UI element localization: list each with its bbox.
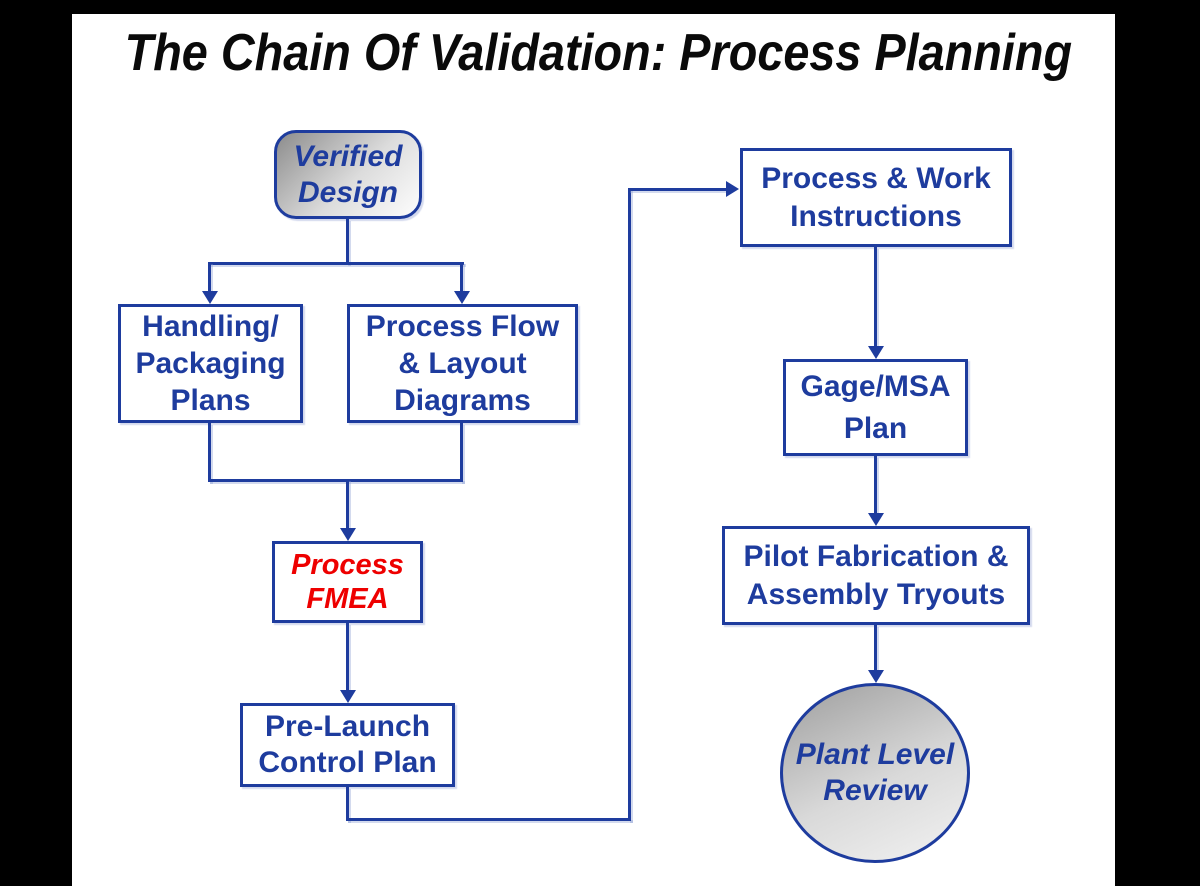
connector-gage-to-pilot (874, 456, 877, 514)
node-gage-msa-plan: Gage/MSA Plan (783, 359, 968, 456)
connector-loop-top (628, 188, 727, 191)
connector-process-flow-to-merge (460, 423, 463, 482)
node-pilot-fabrication-assembly-tryouts: Pilot Fabrication & Assembly Tryouts (722, 526, 1030, 625)
node-plant-level-review: Plant Level Review (780, 683, 970, 863)
node-handling-packaging-plans: Handling/ Packaging Plans (118, 304, 303, 423)
connector-fmea-to-prelaunch (346, 623, 349, 692)
connector-pilot-to-plant-review (874, 625, 877, 671)
arrowhead-into-handling (202, 291, 218, 304)
connector-handling-to-merge (208, 423, 211, 482)
node-gage-msa-plan-label: Gage/MSA Plan (800, 369, 951, 445)
connector-split-to-process-flow (460, 262, 463, 292)
node-process-fmea: Process FMEA (272, 541, 423, 623)
node-process-fmea-label: Process FMEA (291, 549, 404, 615)
node-process-flow-layout-diagrams-label: Process Flow & Layout Diagrams (365, 310, 560, 417)
arrowhead-into-plant-review (868, 670, 884, 683)
connector-split-to-handling (208, 262, 211, 292)
connector-merge-to-fmea (346, 479, 349, 529)
arrowhead-into-fmea (340, 528, 356, 541)
arrowhead-into-process-flow (454, 291, 470, 304)
connector-prelaunch-down (346, 787, 349, 821)
node-pre-launch-control-plan: Pre-Launch Control Plan (240, 703, 455, 787)
connector-split-horizontal (208, 262, 464, 265)
arrowhead-into-process-work-instructions (726, 181, 739, 197)
arrowhead-into-prelaunch (340, 690, 356, 703)
arrowhead-into-gage (868, 346, 884, 359)
connector-merge-horizontal (208, 479, 463, 482)
node-process-flow-layout-diagrams: Process Flow & Layout Diagrams (347, 304, 578, 423)
page-title-text: The Chain Of Validation: Process Plannin… (124, 24, 1073, 82)
page-title: The Chain Of Validation: Process Plannin… (72, 22, 1115, 84)
node-handling-packaging-plans-label: Handling/ Packaging Plans (135, 310, 286, 417)
node-plant-level-review-label: Plant Level Review (795, 738, 955, 807)
node-verified-design-label: Verified Design (293, 139, 403, 209)
connector-loop-vertical (628, 188, 631, 821)
node-pre-launch-control-plan-label: Pre-Launch Control Plan (258, 710, 437, 779)
node-pilot-fabrication-assembly-tryouts-label: Pilot Fabrication & Assembly Tryouts (743, 539, 1009, 611)
node-process-work-instructions: Process & Work Instructions (740, 148, 1012, 247)
node-verified-design: Verified Design (274, 130, 422, 219)
node-process-work-instructions-label: Process & Work Instructions (761, 161, 991, 233)
connector-loop-bottom (346, 818, 631, 821)
arrowhead-into-pilot (868, 513, 884, 526)
connector-pwi-to-gage (874, 247, 877, 347)
connector-verified-to-split (346, 219, 349, 264)
